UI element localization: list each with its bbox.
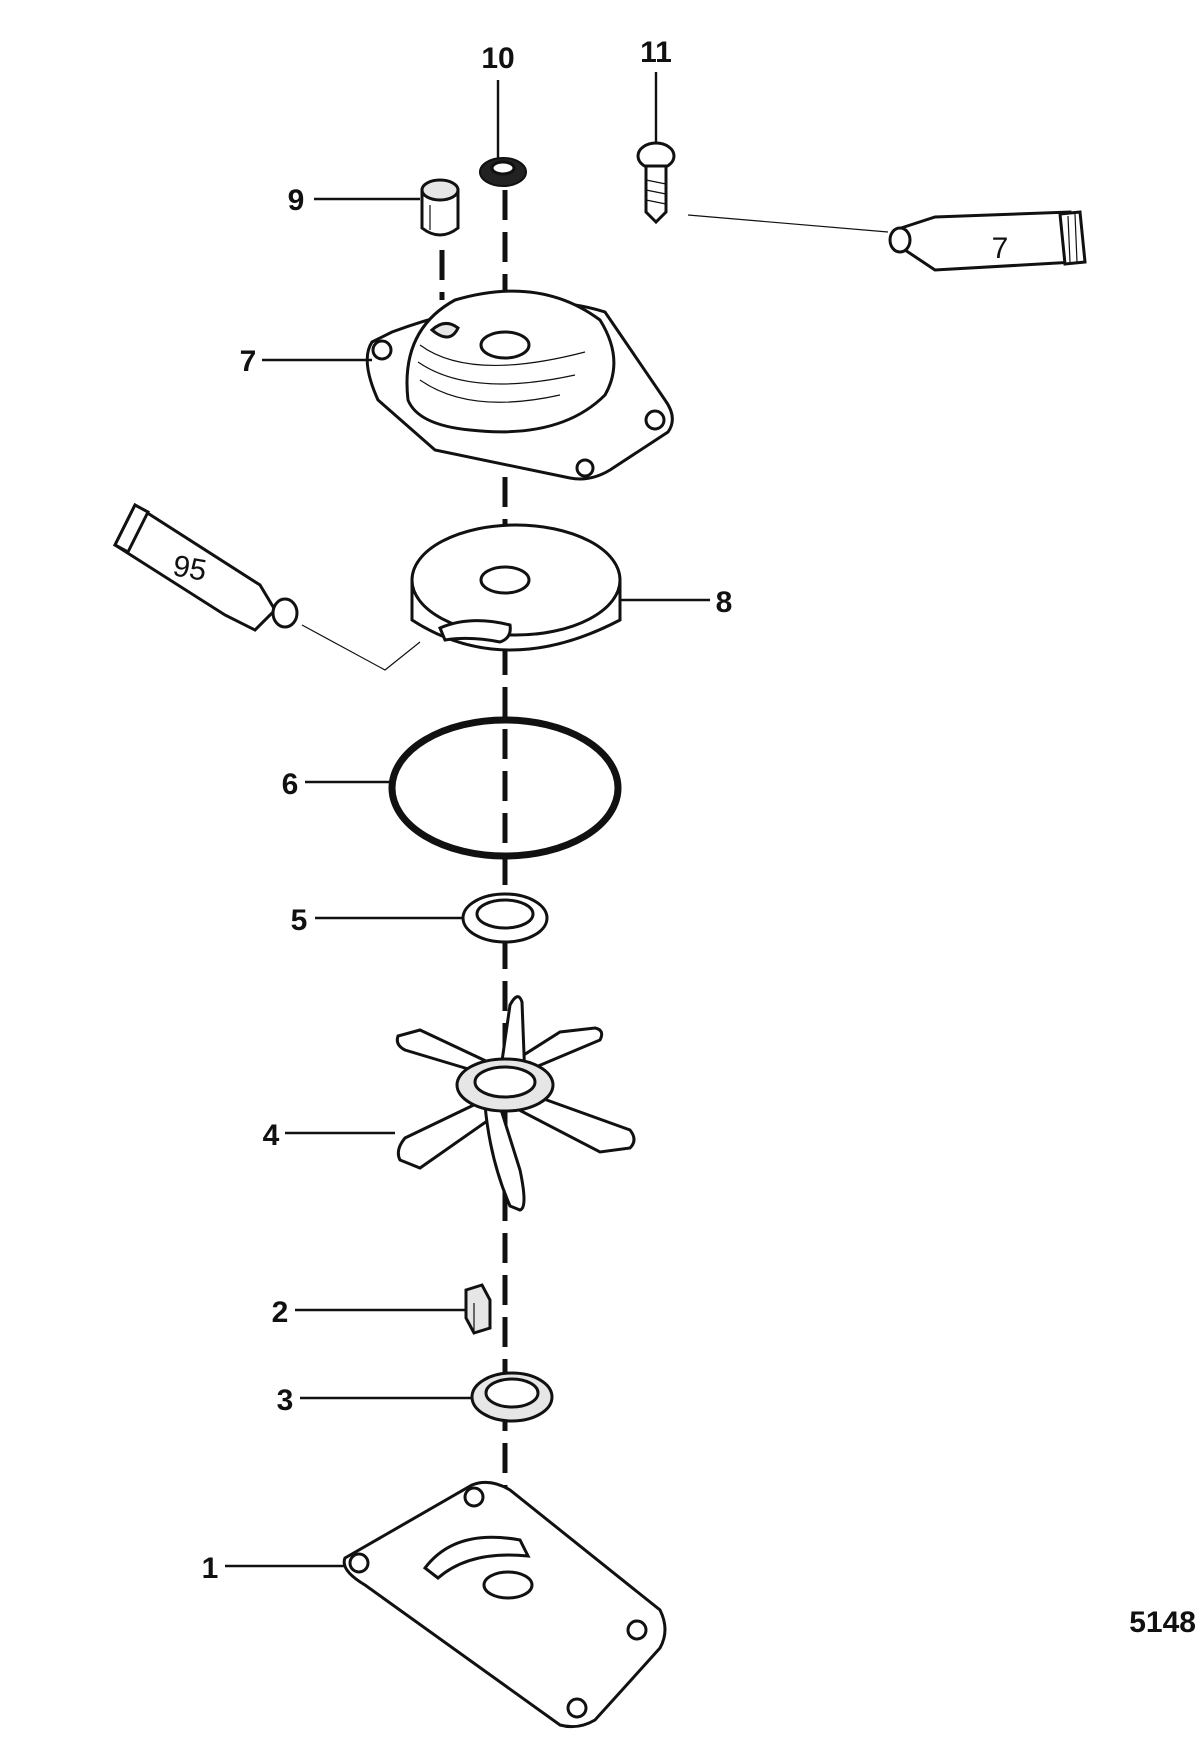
tube-top-right-icon: 7 xyxy=(888,210,1087,272)
callout-3: 3 xyxy=(277,1384,294,1417)
callout-6: 6 xyxy=(282,768,299,801)
tube-label-b: 95 xyxy=(170,549,209,587)
part-9-fitting xyxy=(420,178,460,237)
callout-9: 9 xyxy=(288,184,305,217)
callout-8: 8 xyxy=(716,586,733,619)
callout-2: 2 xyxy=(272,1296,289,1329)
part-3-seal xyxy=(470,1371,554,1423)
part-7-pump-housing xyxy=(365,289,674,481)
part-4-impeller xyxy=(395,995,636,1212)
callout-7: 7 xyxy=(240,345,257,378)
part-5-washer xyxy=(461,892,549,944)
callout-11: 11 xyxy=(640,36,672,69)
callout-10: 10 xyxy=(481,42,514,75)
part-11-bolt xyxy=(636,141,676,225)
part-10-nut xyxy=(479,157,527,187)
callout-5: 5 xyxy=(291,904,308,937)
part-6-o-ring xyxy=(388,716,622,860)
part-8-cup-insert xyxy=(410,523,622,652)
callout-1: 1 xyxy=(202,1552,219,1585)
callout-labels: 10 11 9 7 8 6 5 4 2 3 1 xyxy=(202,36,733,1585)
part-1-face-plate xyxy=(342,1480,667,1729)
tube-label-a: 7 xyxy=(992,232,1009,265)
part-2-key xyxy=(464,1283,492,1335)
tube-left-icon: 95 xyxy=(113,502,299,632)
figure-number: 5148 xyxy=(1129,1606,1196,1639)
callout-4: 4 xyxy=(263,1119,280,1152)
leader-lines xyxy=(225,72,889,1568)
